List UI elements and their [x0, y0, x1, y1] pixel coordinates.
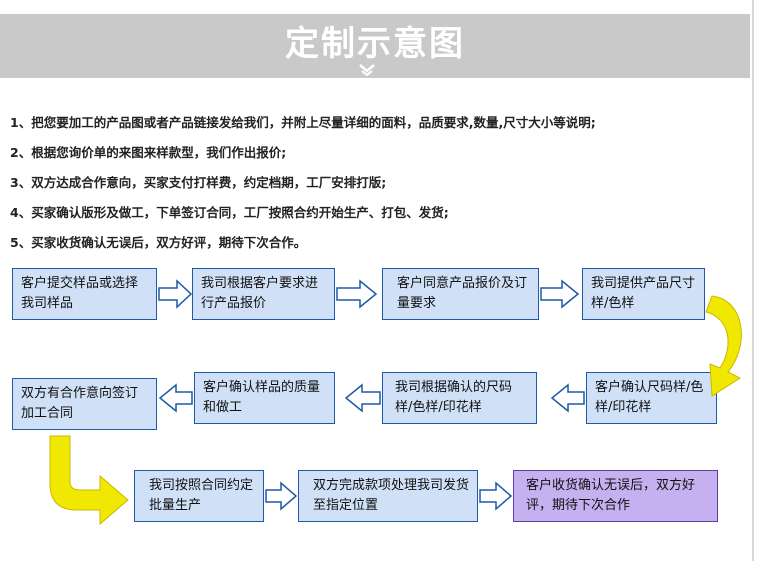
- title-banner: [0, 14, 750, 78]
- page-title: 定制示意图: [285, 24, 465, 64]
- flow-box-quote: 我司根据客户要求进行产品报价: [192, 268, 335, 320]
- flow-box-final-review: 客户收货确认无误后，双方好评，期待下次合作: [513, 470, 718, 522]
- chevron-down-icon: [359, 64, 375, 77]
- arrow-left-icon: [158, 383, 193, 413]
- flow-box-submit-sample: 客户提交样品或选择我司样品: [12, 268, 157, 320]
- flow-box-provide-samples: 我司提供产品尺寸样/色样: [582, 268, 705, 320]
- arrow-right-icon: [540, 279, 580, 309]
- step-item-5: 5、买家收货确认无误后，双方好评，期待下次合作。: [10, 235, 307, 250]
- arrow-right-icon: [158, 279, 193, 309]
- step-item-3: 3、双方达成合作意向，买家支付打样费，约定档期，工厂安排打版;: [10, 175, 387, 190]
- flow-box-mass-production: 我司按照合同约定批量生产: [134, 470, 264, 522]
- arrow-right-icon: [479, 481, 513, 511]
- arrow-right-icon: [336, 279, 378, 309]
- arrow-left-icon: [344, 383, 381, 413]
- curved-arrow-down-icon: [705, 295, 742, 397]
- flow-box-confirm-samples: 客户确认尺码样/色样/印花样: [586, 372, 717, 424]
- step-item-4: 4、买家确认版形及做工，下单签订合同，工厂按照合约开始生产、打包、发货;: [10, 205, 449, 220]
- arrow-right-icon: [265, 481, 298, 511]
- flow-box-confirmed-samples: 我司根据确认的尺码样/色样/印花样: [382, 372, 537, 424]
- bent-arrow-right-icon: [49, 435, 129, 526]
- arrow-left-icon: [550, 383, 585, 413]
- step-list: 1、把您要加工的产品图或者产品链接发给我们，并附上尽量详细的面料，品质要求,数量…: [10, 108, 750, 258]
- flow-box-agree-quote: 客户同意产品报价及订量要求: [382, 268, 539, 320]
- step-item-2: 2、根据您询价单的来图来样款型，我们作出报价;: [10, 145, 287, 160]
- step-item-1: 1、把您要加工的产品图或者产品链接发给我们，并附上尽量详细的面料，品质要求,数量…: [10, 115, 596, 130]
- flow-box-confirm-quality: 客户确认样品的质量和做工: [194, 372, 335, 424]
- flow-box-payment-shipping: 双方完成款项处理我司发货至指定位置: [298, 470, 478, 522]
- page-edge-divider: [752, 0, 754, 561]
- flow-box-sign-contract: 双方有合作意向签订加工合同: [12, 378, 157, 430]
